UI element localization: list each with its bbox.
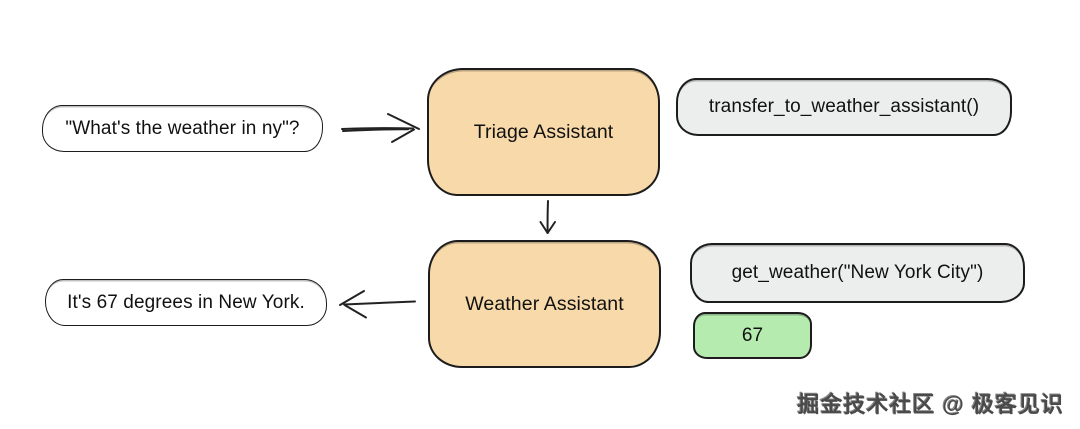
triage-assistant-node: Triage Assistant [427, 68, 660, 196]
weather-assistant-node: Weather Assistant [428, 240, 661, 368]
weather-assistant-label: Weather Assistant [465, 292, 624, 315]
get-weather-call-node: get_weather("New York City") [690, 243, 1025, 303]
final-answer-label: It's 67 degrees in New York. [67, 291, 305, 313]
transfer-call-node: transfer_to_weather_assistant() [676, 78, 1012, 136]
arrow-triage-to-weather [535, 198, 561, 240]
final-answer-bubble: It's 67 degrees in New York. [45, 279, 327, 326]
get-weather-result-label: 67 [741, 324, 764, 346]
get-weather-call-label: get_weather("New York City") [731, 262, 984, 283]
user-question-bubble: "What's the weather in ny"? [42, 105, 323, 152]
user-question-label: "What's the weather in ny"? [65, 117, 300, 139]
right-arrow-icon [341, 113, 420, 143]
triage-assistant-label: Triage Assistant [473, 120, 614, 143]
left-arrow-icon [339, 290, 416, 319]
transfer-call-label: transfer_to_weather_assistant() [708, 96, 980, 117]
arrow-user-to-triage [338, 108, 422, 148]
arrow-weather-to-answer [333, 288, 419, 322]
get-weather-result-node: 67 [693, 312, 812, 359]
watermark-text: 掘金技术社区 @ 极客见识 [797, 392, 1064, 417]
down-arrow-icon [539, 200, 556, 234]
